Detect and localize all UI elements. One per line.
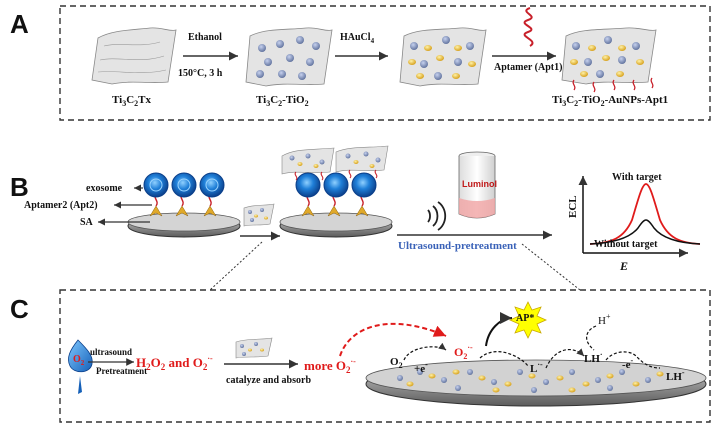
- ap-arrow: [485, 312, 513, 347]
- h-plus-label: H+: [598, 312, 611, 327]
- leader-line-right: [521, 243, 581, 291]
- more-o2-label: more O2·-: [304, 357, 356, 375]
- ap-star-icon: [509, 301, 547, 339]
- h2o2-o2-label: H2O2 and O2·-: [136, 354, 213, 372]
- with-target-label: With target: [612, 172, 662, 183]
- label-ti3c2-tio2: Ti3C2-TiO2: [256, 94, 309, 108]
- label-ti3c2-tio2-aunps-apt1: Ti3C2-TiO2-AuNPs-Apt1: [552, 94, 668, 108]
- e-axis-label: E: [619, 259, 628, 273]
- o2-surface-label: O2: [390, 356, 403, 370]
- nanocomposite-icon: [243, 203, 275, 227]
- plus-e-label: +e-: [414, 360, 428, 375]
- panel-b-letter: B: [10, 172, 29, 202]
- without-target-label: Without target: [594, 239, 658, 250]
- l-radical-label: L·-: [530, 360, 543, 375]
- ecl-plot: [578, 176, 701, 258]
- ap-label: AP*: [516, 313, 534, 324]
- ultrasound-pretreatment-label: Ultrasound-pretreatment: [398, 240, 517, 252]
- o2-drop-label: O2: [73, 354, 85, 367]
- o2-radical-label: O2·-: [454, 343, 473, 361]
- leader-line-left: [209, 241, 263, 291]
- ti3c2-tio2-aunps-apt1-sheet: [561, 27, 657, 93]
- ultrasound-label: ultrasound: [90, 347, 132, 357]
- catalyze-label: catalyze and absorb: [226, 375, 311, 386]
- step1-reagent: Ethanol: [188, 32, 222, 43]
- label-ti3c2tx: Ti3C2Tx: [112, 94, 151, 108]
- pretreatment-label: Pretreatment: [96, 366, 147, 376]
- h-plus-arrow: [586, 325, 597, 351]
- ultrasound-wave-icon: [427, 201, 447, 231]
- ecl-axis-label: ECL: [567, 195, 579, 218]
- step3-reagent: Aptamer (Apt1): [494, 62, 562, 73]
- step2-reagent: HAuCl4: [340, 32, 375, 45]
- electrode-2: [279, 145, 393, 238]
- oxidation-arrow: [605, 351, 661, 369]
- ti3c2-tio2-aunps-sheet: [399, 27, 487, 87]
- ti3c2-tio2-sheet: [245, 27, 333, 87]
- lh-radical-label: LH·: [584, 350, 603, 365]
- electrode-1: [127, 172, 241, 238]
- with-target-curve: [589, 183, 701, 245]
- label-sa: SA: [80, 217, 94, 228]
- aptamer-strand-icon: [523, 7, 534, 47]
- step1-condition: 150°C, 3 h: [178, 68, 223, 79]
- panel-a-frame: [59, 5, 711, 121]
- lh-minus-label: LH-: [666, 368, 685, 383]
- ti3c2tx-sheet: [91, 27, 177, 85]
- catalyst-nanocomposite-icon: [235, 337, 273, 359]
- panel-c-frame: [59, 289, 711, 423]
- o2-drop-icon: [68, 339, 93, 394]
- luminol-label: Luminol: [462, 179, 497, 189]
- without-target-curve: [589, 219, 701, 245]
- radical-arrow-2: [545, 348, 585, 369]
- panel-a-letter: A: [10, 9, 29, 39]
- luminol-beaker: Luminol: [458, 151, 497, 219]
- reaction-surface: [365, 359, 707, 407]
- minus-e-label: -e-: [622, 356, 634, 371]
- o2-reduction-arrow: [403, 342, 447, 361]
- label-aptamer2: Aptamer2 (Apt2): [24, 200, 98, 211]
- red-dashed-arrow: [339, 322, 447, 357]
- label-exosome: exosome: [86, 183, 123, 194]
- panel-c-letter: C: [10, 294, 29, 324]
